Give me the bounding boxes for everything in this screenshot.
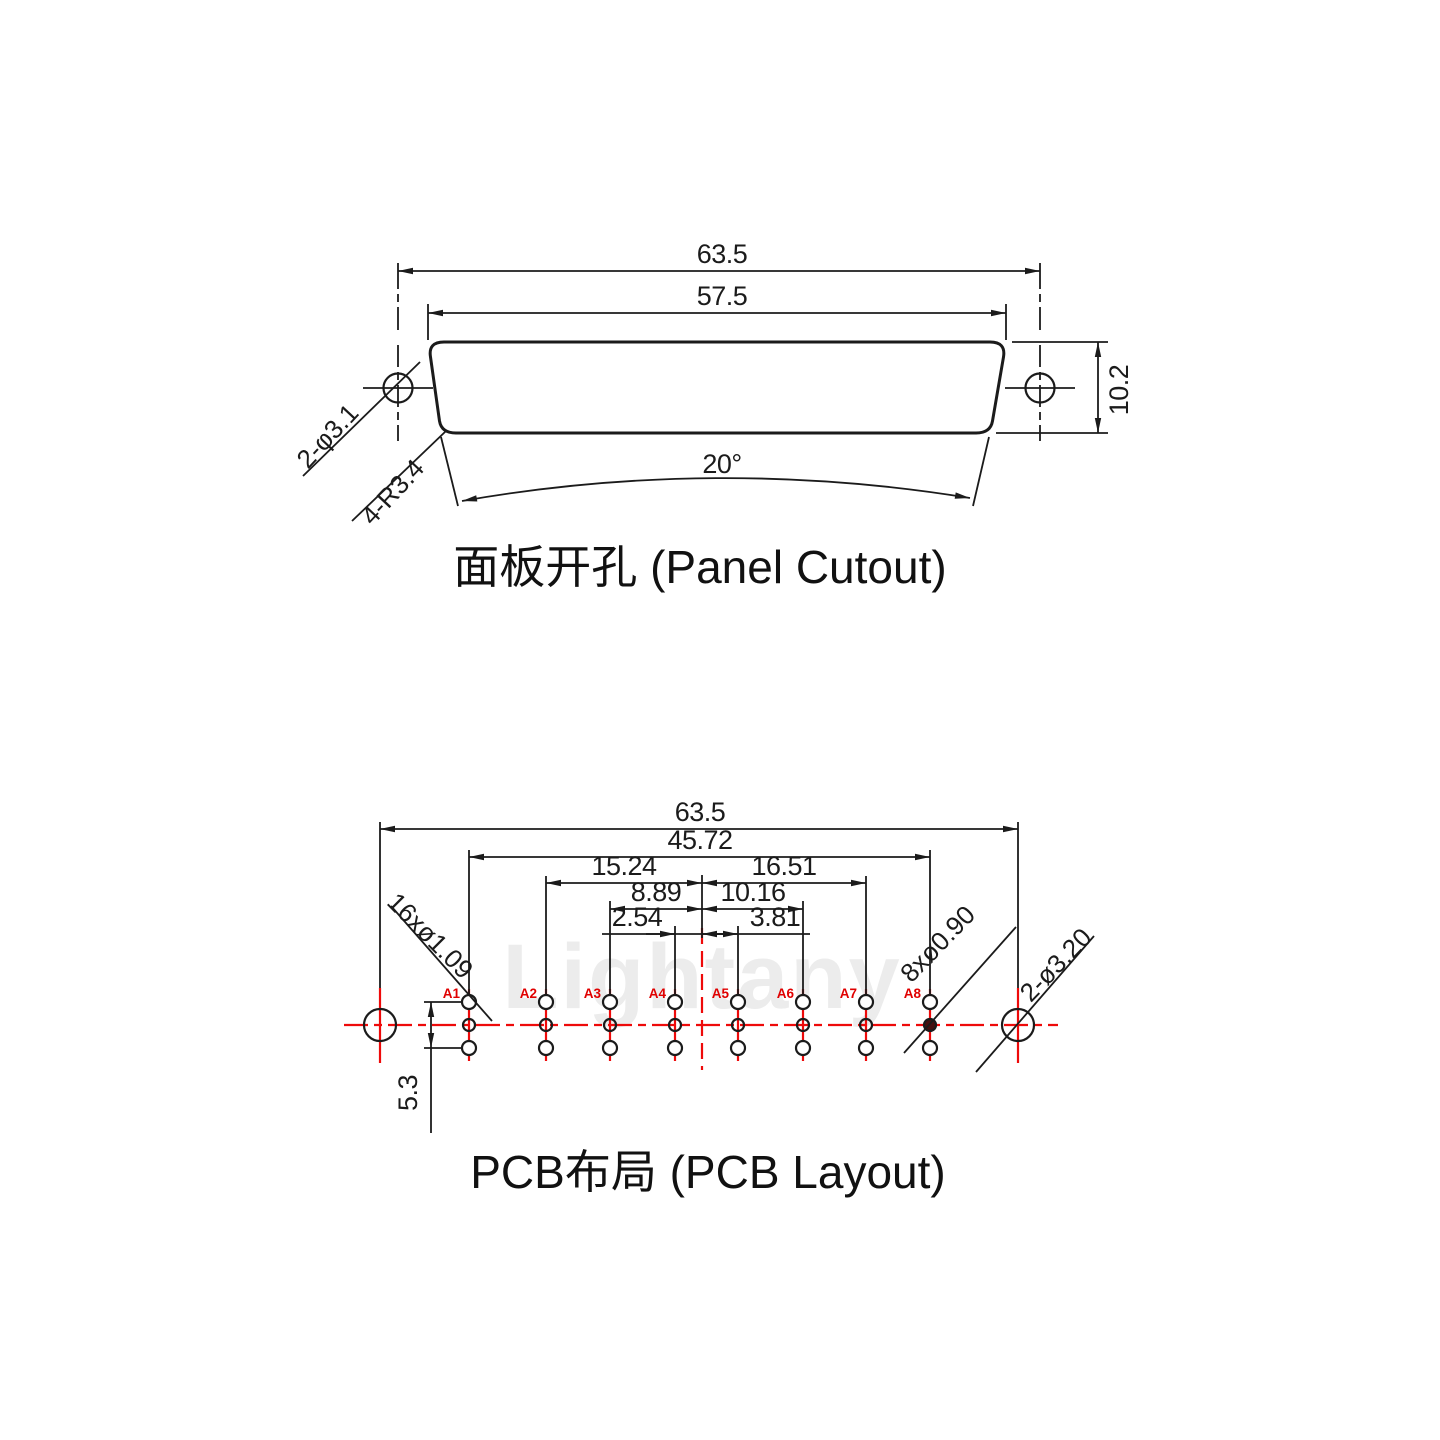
pcb-dim-row2: 8.89 10.16 bbox=[609, 877, 804, 994]
panel-cutout-diagram: 63.5 57.5 10.2 bbox=[290, 239, 1134, 593]
pcb-layout-title: PCB布局 (PCB Layout) bbox=[470, 1146, 945, 1198]
pin-label-a1: A1 bbox=[443, 986, 461, 1001]
panel-dim-inner-width-text: 57.5 bbox=[697, 281, 748, 311]
panel-dim-height-text: 10.2 bbox=[1104, 365, 1134, 416]
pin-label-a6: A6 bbox=[777, 986, 795, 1001]
pcb-dim-center-a6-text: 10.16 bbox=[720, 877, 785, 907]
pin-label-a5: A5 bbox=[712, 986, 730, 1001]
pin-label-a4: A4 bbox=[649, 986, 667, 1001]
pcb-mount-holes-callout: 2-ø3.20 bbox=[975, 922, 1098, 1073]
panel-hole-callout-text: 2-φ3.1 bbox=[290, 398, 364, 474]
panel-cutout-outline bbox=[428, 340, 1006, 435]
panel-dim-height: 10.2 bbox=[996, 341, 1134, 434]
panel-dim-inner-width: 57.5 bbox=[427, 281, 1007, 340]
pcb-dim-row3: 15.24 16.51 bbox=[545, 851, 867, 994]
panel-dim-angle: 20° bbox=[440, 436, 990, 507]
pcb-right-mount-hole bbox=[1000, 1007, 1036, 1043]
pcb-signal-pins-callout-text: 8xø0.90 bbox=[894, 900, 981, 988]
pcb-dim-center-a7-text: 16.51 bbox=[751, 851, 816, 881]
pcb-left-mount-hole bbox=[362, 1007, 398, 1043]
pcb-dim-center-a5-text: 3.81 bbox=[750, 902, 801, 932]
pcb-signal-pins-callout: 8xø0.90 bbox=[894, 900, 1017, 1054]
pin-column-a3 bbox=[601, 993, 619, 1057]
panel-radius-callout-text: 4-R3.4 bbox=[355, 453, 430, 531]
panel-right-mount-hole bbox=[1005, 345, 1075, 441]
pcb-dim-a2-center-text: 15.24 bbox=[591, 851, 657, 881]
pcb-dim-pin-span-text: 45.72 bbox=[667, 825, 732, 855]
panel-left-mount-hole bbox=[363, 345, 433, 441]
pin-label-a7: A7 bbox=[840, 986, 857, 1001]
panel-cutout-title: 面板开孔 (Panel Cutout) bbox=[453, 541, 946, 593]
pcb-dim-hole-span-text: 63.5 bbox=[675, 797, 726, 827]
panel-dim-outer-width-text: 63.5 bbox=[697, 239, 748, 269]
pcb-dim-row1: 2.54 3.81 bbox=[602, 902, 810, 994]
pcb-dim-row-span: 5.3 bbox=[393, 1001, 461, 1133]
pin-label-a2: A2 bbox=[520, 986, 537, 1001]
pcb-outer-pins-callout: 16xø1.09 bbox=[381, 887, 493, 1022]
panel-radius-callout: 4-R3.4 bbox=[351, 430, 447, 531]
pcb-dim-a3-center-text: 8.89 bbox=[631, 877, 682, 907]
pin-column-a7 bbox=[857, 993, 875, 1057]
pin-column-a2 bbox=[537, 993, 555, 1057]
pcb-mount-holes-callout-text: 2-ø3.20 bbox=[1014, 922, 1098, 1007]
pin-label-a3: A3 bbox=[584, 986, 602, 1001]
pin-column-a6 bbox=[794, 993, 812, 1057]
panel-hole-callout: 2-φ3.1 bbox=[290, 361, 421, 477]
pin-column-a5 bbox=[729, 993, 747, 1057]
pcb-dim-row-span-text: 5.3 bbox=[393, 1075, 423, 1111]
panel-dim-angle-text: 20° bbox=[702, 449, 741, 479]
pcb-dim-pin-span: 45.72 bbox=[468, 825, 931, 994]
pcb-outer-pins-callout-text: 16xø1.09 bbox=[381, 887, 479, 985]
pin-label-a8: A8 bbox=[904, 986, 922, 1001]
pcb-pin-labels: A1 A2 A3 A4 A5 A6 A7 A8 bbox=[443, 986, 922, 1001]
pin-column-a4 bbox=[666, 993, 684, 1057]
pcb-layout-diagram: 63.5 45.72 15.24 16.51 8.89 10.16 bbox=[344, 797, 1097, 1198]
pcb-dim-a4-center-text: 2.54 bbox=[612, 902, 663, 932]
panel-dim-outer-width: 63.5 bbox=[397, 239, 1041, 330]
pcb-dim-hole-span: 63.5 bbox=[379, 797, 1019, 988]
